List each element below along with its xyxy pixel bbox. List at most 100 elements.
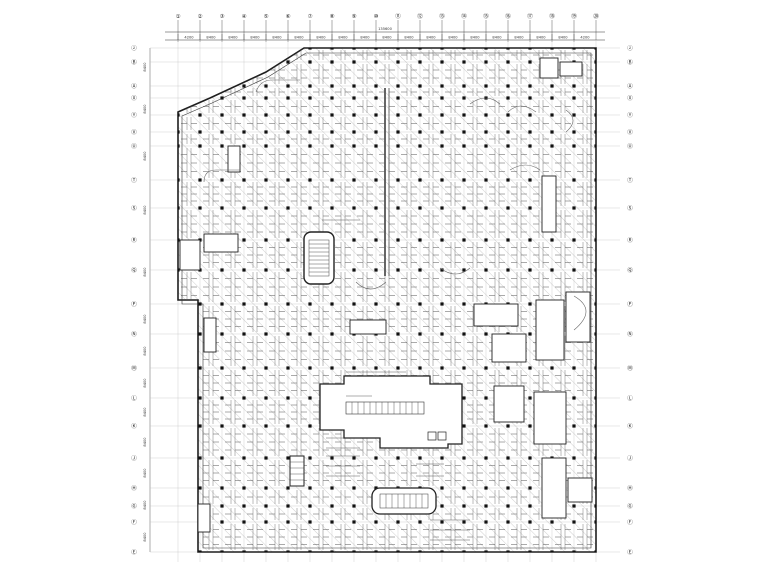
top-axis-label: ⑯: [505, 12, 511, 20]
top-bay-dimension: 8400: [558, 36, 568, 40]
structural-column: [242, 424, 246, 428]
structural-column: [220, 113, 224, 117]
structural-column: [396, 144, 400, 148]
right-axis-label: Ⓨ: [627, 111, 633, 119]
structural-column: [528, 130, 532, 134]
structural-column: [462, 550, 466, 552]
top-bay-dimension: 8400: [514, 36, 524, 40]
top-bay-dimension: 8400: [382, 36, 392, 40]
structural-column: [264, 550, 268, 552]
structural-column: [330, 366, 334, 370]
structural-column: [594, 550, 596, 552]
structural-column: [594, 96, 596, 100]
structural-column: [440, 96, 444, 100]
structural-column: [352, 84, 356, 88]
top-bay-dimension: 8400: [426, 36, 436, 40]
left-axis-label: Ⓙ: [131, 454, 137, 462]
structural-column: [264, 302, 268, 306]
driving-aisle-curves: [203, 79, 587, 331]
structural-column: [242, 113, 246, 117]
structural-column: [352, 130, 356, 134]
structural-column: [440, 504, 444, 508]
structural-column: [506, 504, 510, 508]
structural-column: [572, 206, 576, 210]
structural-column: [418, 96, 422, 100]
structural-column: [528, 60, 532, 64]
left-bay-dimension: 8400: [143, 407, 147, 417]
structural-column: [550, 48, 554, 50]
left-axis-label: Ⓖ: [131, 502, 137, 510]
structural-column: [242, 178, 246, 182]
structural-column: [506, 178, 510, 182]
structural-column: [264, 84, 268, 88]
structural-column: [374, 550, 378, 552]
structural-column: [264, 130, 268, 134]
structural-column: [594, 366, 596, 370]
lower-core: [371, 487, 437, 515]
structural-column: [396, 84, 400, 88]
left-axis-label: Ⓟ: [131, 300, 137, 308]
structural-column: [550, 550, 554, 552]
structural-column: [418, 144, 422, 148]
top-bay-dimension: 8400: [250, 36, 260, 40]
structural-column: [242, 332, 246, 336]
structural-column: [352, 366, 356, 370]
left-bay-dimension: 8400: [143, 151, 147, 161]
structural-column: [572, 238, 576, 242]
structural-column: [550, 96, 554, 100]
structural-column: [550, 238, 554, 242]
structural-column: [242, 96, 246, 100]
left-stair-core: [289, 455, 305, 487]
top-axis-label: ④: [242, 14, 247, 20]
left-axis-label: Ⓢ: [131, 204, 137, 212]
structural-column: [374, 96, 378, 100]
structural-column: [440, 268, 444, 272]
structural-column: [418, 60, 422, 64]
structural-column: [572, 178, 576, 182]
structural-column: [594, 113, 596, 117]
structural-column: [396, 238, 400, 242]
structural-column: [418, 302, 422, 306]
structural-column: [308, 504, 312, 508]
structural-column: [594, 520, 596, 524]
structural-column: [594, 48, 596, 50]
structural-column: [264, 268, 268, 272]
structural-column: [374, 60, 378, 64]
structural-column: [528, 206, 532, 210]
structural-column: [418, 456, 422, 460]
structural-column: [484, 268, 488, 272]
structural-column: [374, 206, 378, 210]
structural-column: [330, 206, 334, 210]
structural-column: [440, 84, 444, 88]
structural-column: [506, 424, 510, 428]
structural-column: [528, 504, 532, 508]
left-axis-label: ⓩ: [131, 44, 137, 52]
structural-column: [484, 504, 488, 508]
structural-column: [286, 456, 290, 460]
structural-column: [484, 332, 488, 336]
structural-column: [220, 520, 224, 524]
top-axis-label: ⑧: [330, 14, 335, 20]
structural-column: [264, 238, 268, 242]
structural-column: [264, 144, 268, 148]
top-axis-label: ⑨: [352, 13, 357, 20]
structural-column: [440, 520, 444, 524]
left-bay-dimension: 8400: [143, 205, 147, 215]
left-bay-dimension: 8400: [143, 62, 147, 72]
top-bay-dimension: 8400: [492, 36, 502, 40]
structural-column: [352, 206, 356, 210]
structural-column: [440, 60, 444, 64]
left-bay-dimension: 8400: [143, 500, 147, 510]
structural-column: [484, 424, 488, 428]
structural-column: [594, 60, 596, 64]
structural-column: [462, 144, 466, 148]
structural-column: [178, 144, 180, 148]
structural-column: [308, 178, 312, 182]
top-bay-dimension: 8400: [448, 36, 458, 40]
structural-column: [594, 268, 596, 272]
structural-column: [178, 130, 180, 134]
structural-column: [242, 550, 246, 552]
structural-column: [286, 302, 290, 306]
structural-column: [462, 96, 466, 100]
